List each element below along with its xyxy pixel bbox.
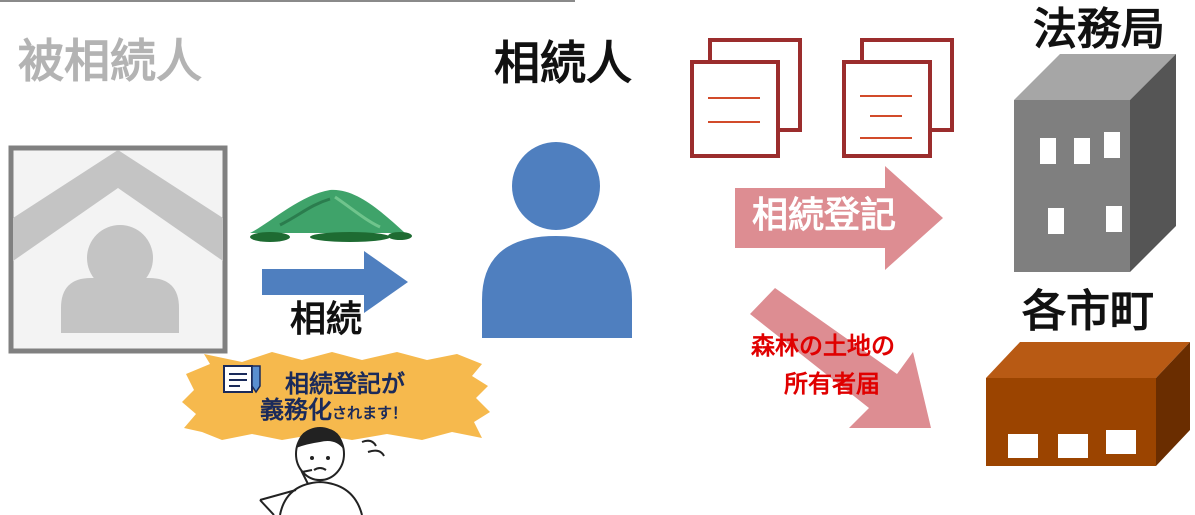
deceased-label: 被相続人 xyxy=(18,34,202,88)
inheritance-label: 相続 xyxy=(290,299,363,340)
municipality-label: 各市町 xyxy=(1022,286,1154,337)
document-pen-icon xyxy=(223,365,261,394)
house-person-icon xyxy=(8,145,228,354)
registration-arrow xyxy=(735,166,943,270)
legal-affairs-bureau-label: 法務局 xyxy=(1033,4,1165,55)
forest-notice-arrow xyxy=(750,288,931,428)
banner-line-1: 相続登記が xyxy=(285,370,405,398)
heir-label: 相続人 xyxy=(494,36,632,90)
person-icon xyxy=(482,142,632,338)
banner-emphasis: 義務化 xyxy=(260,396,332,424)
forest-notice-label: 森林の土地の xyxy=(751,331,895,360)
thinking-person-icon xyxy=(259,427,385,515)
banner-suffix: されます！ xyxy=(332,404,408,422)
inheritance-arrow xyxy=(262,251,408,313)
document-icon xyxy=(842,38,954,158)
forest-notice-label: 所有者届 xyxy=(784,369,880,398)
mountain-icon xyxy=(250,189,412,242)
top-rule xyxy=(0,0,575,2)
building-icon xyxy=(1014,54,1176,272)
banner-line-2: 義務化されます！ xyxy=(260,398,407,422)
registration-label: 相続登記 xyxy=(752,194,897,236)
town-hall-icon xyxy=(986,342,1190,466)
document-icon xyxy=(690,38,802,158)
